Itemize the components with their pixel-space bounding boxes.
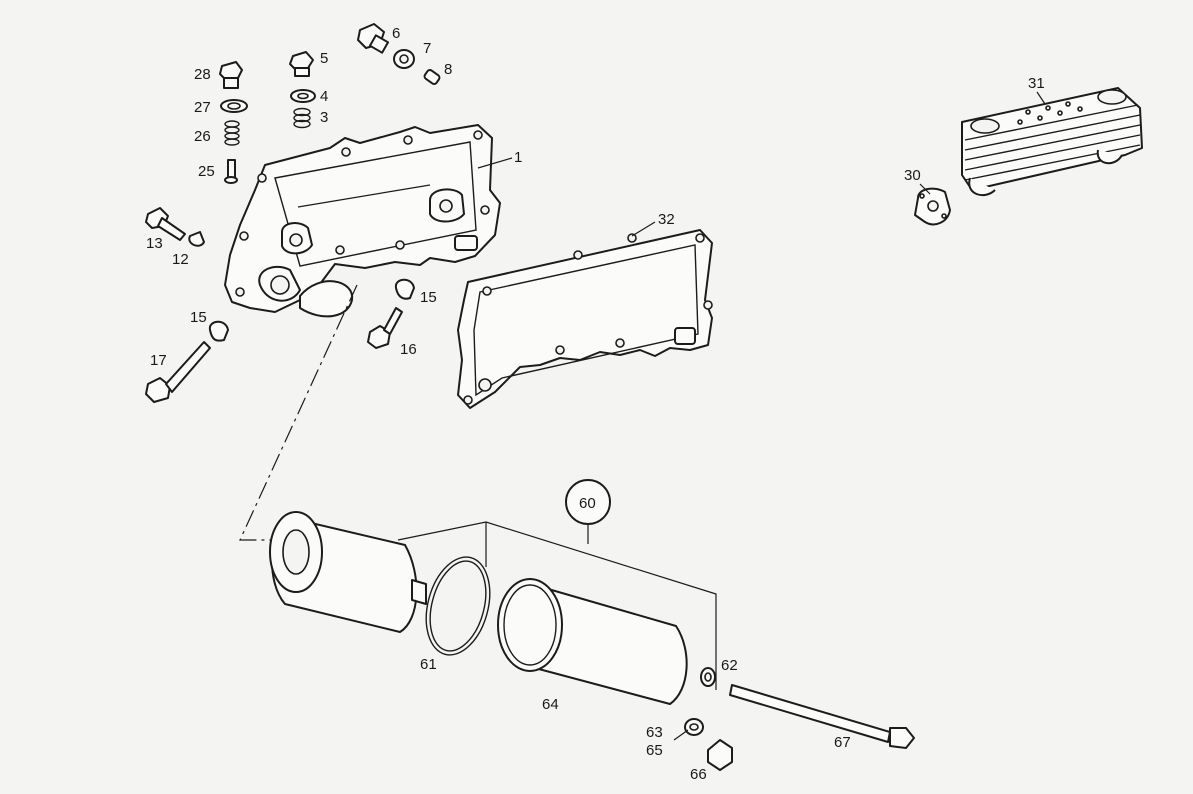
label-25: 25 — [198, 163, 215, 180]
label-12: 12 — [172, 251, 189, 268]
label-15-lower: 15 — [190, 309, 207, 326]
label-5: 5 — [320, 50, 328, 67]
label-1: 1 — [514, 149, 522, 166]
part-60-filter-element-group — [397, 479, 717, 690]
label-8: 8 — [444, 61, 452, 78]
part-63-65-seal-ring — [684, 718, 704, 736]
part-3-spring — [293, 107, 311, 129]
label-64: 64 — [542, 696, 559, 713]
part-15-washer-lower — [208, 320, 229, 342]
leader-lines-lower — [673, 729, 689, 741]
part-16-bolt — [367, 307, 403, 349]
part-66-drain-plug — [707, 739, 733, 771]
label-4: 4 — [320, 88, 328, 105]
label-60: 60 — [579, 495, 596, 512]
label-6: 6 — [392, 25, 400, 42]
label-26: 26 — [194, 128, 211, 145]
label-13: 13 — [146, 235, 163, 252]
label-15-upper: 15 — [420, 289, 437, 306]
part-64-filter-element — [497, 578, 688, 705]
part-6-sensor — [357, 23, 390, 54]
label-30: 30 — [904, 167, 921, 184]
part-67-long-bolt — [729, 684, 915, 749]
part-13-bolt — [145, 207, 186, 241]
part-32-gasket — [457, 229, 713, 409]
label-27: 27 — [194, 99, 211, 116]
filter-canister — [269, 511, 427, 633]
leader-lines-upper — [477, 91, 1046, 237]
label-65: 65 — [646, 742, 663, 759]
part-1-filter-housing — [224, 124, 501, 318]
label-67: 67 — [834, 734, 851, 751]
label-7: 7 — [423, 40, 431, 57]
part-25-valve-piston — [224, 159, 238, 184]
part-26-spring — [224, 120, 240, 146]
part-4-seal-ring — [290, 89, 316, 103]
label-32: 32 — [658, 211, 675, 228]
label-61: 61 — [420, 656, 437, 673]
part-17-bolt — [145, 341, 211, 403]
label-28: 28 — [194, 66, 211, 83]
part-8-pin — [423, 69, 441, 85]
part-27-seal-ring — [220, 99, 248, 113]
label-3: 3 — [320, 109, 328, 126]
label-31: 31 — [1028, 75, 1045, 92]
part-31-oil-cooler — [961, 87, 1143, 197]
part-28-plug-screw — [219, 61, 243, 89]
part-12-washer — [188, 231, 205, 247]
part-7-seal-ring — [393, 49, 415, 69]
label-16: 16 — [400, 341, 417, 358]
part-15-washer-upper — [394, 278, 415, 300]
label-63: 63 — [646, 724, 663, 741]
label-66: 66 — [690, 766, 707, 783]
part-5-plug-screw — [289, 51, 314, 77]
part-61-o-ring — [425, 556, 491, 656]
label-17: 17 — [150, 352, 167, 369]
part-30-flange-gasket — [914, 187, 951, 226]
label-62: 62 — [721, 657, 738, 674]
assembly-center-line — [239, 284, 358, 541]
part-62-washer — [700, 667, 716, 687]
